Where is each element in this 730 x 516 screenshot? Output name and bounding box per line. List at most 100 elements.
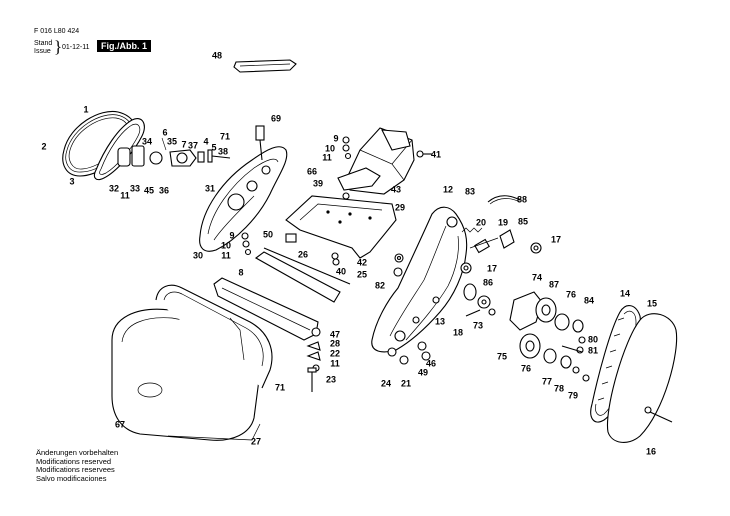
stand-label: Stand [34,40,53,47]
callout-75: 75 [497,351,507,361]
callout-78: 78 [554,383,564,393]
figure-label: Fig./Abb. 1 [97,40,151,52]
callout-3: 3 [69,176,74,186]
part-74-bracket [509,291,543,331]
callout-35: 35 [167,136,177,146]
callout-71: 71 [275,382,285,392]
callout-47: 47 [330,329,340,339]
part-67-grass-box [111,284,273,441]
callout-6: 6 [162,127,167,137]
callout-88: 88 [517,194,527,204]
callout-26: 26 [298,249,308,259]
note-es: Salvo modificaciones [36,473,107,483]
callout-20: 20 [476,217,486,227]
callout-83: 83 [465,186,475,196]
callout-39: 39 [313,178,323,188]
callout-66: 66 [307,166,317,176]
callout-8: 8 [238,267,243,277]
shaft-parts [463,283,496,317]
callout-38: 38 [218,146,228,156]
document-code: F 016 L80 424 [34,28,80,35]
callout-27: 27 [251,436,261,446]
callout-32: 32 [109,183,119,193]
callout-73: 73 [473,320,483,330]
callout-82: 82 [375,280,385,290]
callout-41: 41 [431,149,441,159]
lower-washers [387,341,431,365]
callout-18: 18 [453,327,463,337]
callout-4: 4 [203,136,208,146]
note-fr: Modifications reservees [36,465,115,475]
callout-67: 67 [115,419,125,429]
callout-21: 21 [401,378,411,388]
callout-13: 13 [435,316,445,326]
callout-10: 10 [325,143,335,153]
callout-15: 15 [647,298,657,308]
callout-22: 22 [330,348,340,358]
part-48-bar [233,59,297,73]
part-30-housing [199,125,288,252]
callout-25: 25 [357,269,367,279]
part-15-cover [606,313,678,443]
callout-81: 81 [588,345,598,355]
callout-16: 16 [646,446,656,456]
callout-87: 87 [549,279,559,289]
issue-label: Issue [34,48,51,55]
callout-9: 9 [229,230,234,240]
bolt-set [306,327,321,392]
callout-12: 12 [443,184,453,194]
lever-parts [460,229,542,274]
callout-2: 2 [41,141,46,151]
callout-17: 17 [551,234,561,244]
brace-symbol: } [54,37,63,56]
callout-23: 23 [326,374,336,384]
callout-11: 11 [322,152,332,162]
callout-19: 19 [498,217,508,227]
callout-43: 43 [391,184,401,194]
callout-71: 71 [220,131,230,141]
part-12-side-plate [371,206,468,353]
part-43-chute [337,127,415,195]
callout-11: 11 [330,358,340,368]
callout-76: 76 [521,363,531,373]
callout-24: 24 [381,378,391,388]
callout-85: 85 [518,216,528,226]
callout-76: 76 [566,289,576,299]
callout-5: 5 [211,142,216,152]
callout-49: 49 [418,367,428,377]
callout-48: 48 [212,50,222,60]
callout-79: 79 [568,390,578,400]
callout-29: 29 [395,202,405,212]
callout-86: 86 [483,277,493,287]
callout-1: 1 [83,104,88,114]
callout-74: 74 [532,272,542,282]
callout-17: 17 [487,263,497,273]
callout-40: 40 [336,266,346,276]
washers-group [331,252,404,277]
callout-11: 11 [221,250,231,260]
callout-77: 77 [542,376,552,386]
callout-33: 33 [130,183,140,193]
callout-9: 9 [333,133,338,143]
callout-36: 36 [159,185,169,195]
part-50-clip [285,233,297,243]
lower-gear-assembly [519,333,590,382]
callout-11: 11 [120,190,130,200]
note-de: Änderungen vorbehalten [36,448,119,457]
issue-date: 01-12-11 [62,44,90,51]
callout-69: 69 [271,113,281,123]
callout-37: 37 [188,140,198,150]
part-29-tray [285,195,397,259]
small-fasteners [241,136,352,256]
spring-and-cable [461,195,521,233]
callout-28: 28 [330,338,340,348]
callout-34: 34 [142,136,152,146]
notes-block: Änderungen vorbehalten Modifications res… [36,448,119,483]
callout-80: 80 [588,334,598,344]
callout-10: 10 [221,240,231,250]
callout-42: 42 [357,257,367,267]
part-26-rod [263,247,351,285]
part-41-screw [416,150,432,158]
callout-31: 31 [205,183,215,193]
